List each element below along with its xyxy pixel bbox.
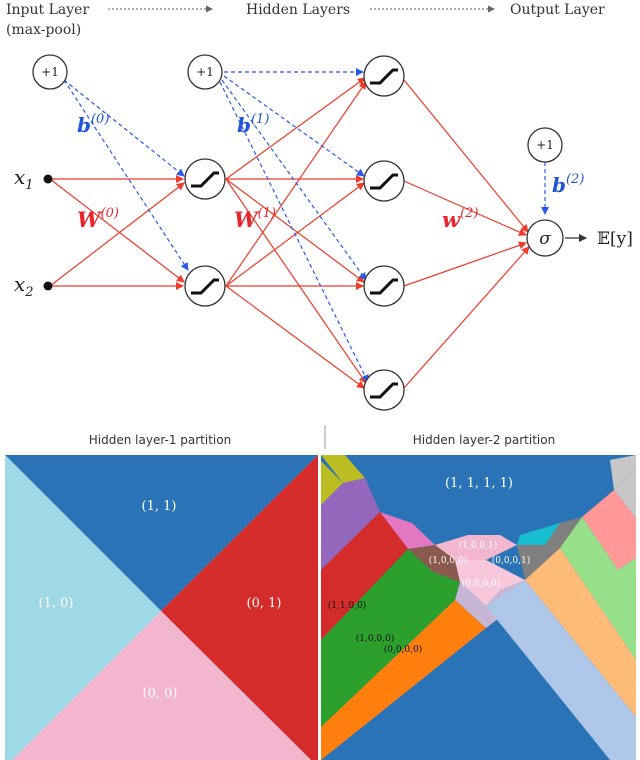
region-1001 (435, 535, 517, 560)
edge-x1-h1b (49, 178, 185, 283)
edge-b1-h2c (221, 79, 367, 281)
relu-icon (370, 68, 398, 85)
region-0-1 (161, 455, 318, 760)
region-0000-orange (321, 600, 486, 760)
relu-node-h2c (363, 265, 405, 307)
label-1-1: (1, 1) (142, 499, 177, 514)
bias-node-0: +1 (32, 54, 68, 90)
region-1000-green (321, 549, 460, 727)
edge-h2a-out (403, 79, 529, 233)
edge-h1b-h2d (225, 285, 365, 389)
input-node-x2 (43, 281, 53, 291)
left-partition: (1, 1) (1, 0) (0, 1) (0, 0) (5, 455, 318, 760)
region-cyan (517, 523, 560, 545)
left-panel-title: Hidden layer-1 partition (89, 433, 231, 447)
label-0-0: (0, 0) (143, 686, 178, 701)
relu-icon (370, 382, 398, 399)
label-1001: (1,0,0,1) (459, 540, 498, 551)
region-lightgray-2 (610, 455, 636, 490)
edge-x2-h1a (49, 182, 185, 287)
region-olive (321, 455, 365, 483)
label-1000-center: (1,0,0,0) (429, 555, 468, 566)
sigma-label: σ (539, 229, 551, 249)
input-layer-sublabel: (max-pool) (6, 22, 81, 38)
relu-node-h2d (363, 369, 405, 411)
relu-icon (191, 278, 219, 295)
region-purple (321, 478, 380, 570)
relu-icon (370, 278, 398, 295)
label-0000-left: (0,0,0,0) (384, 644, 423, 655)
bias-node-1: +1 (187, 54, 223, 90)
label-1100: (1,1,0,0) (328, 600, 367, 611)
edge-h1a-h2c (225, 178, 365, 283)
bias-b0-label: b(0) (77, 112, 109, 137)
right-panel-title: Hidden layer-2 partition (413, 433, 555, 447)
label-0-1: (0, 1) (247, 596, 282, 611)
bias-node-2: +1 (527, 127, 563, 163)
region-peach (525, 548, 636, 717)
region-salmon (582, 490, 636, 570)
relu-node-h1a (184, 158, 226, 200)
relu-node-h1b (184, 265, 226, 307)
edge-h1a-h2d (225, 178, 367, 384)
label-0000-center: (0,0,0,0) (462, 578, 501, 589)
relu-icon (191, 171, 219, 188)
label-1000-left: (1,0,0,0) (356, 633, 395, 644)
edge-h2d-out (403, 246, 530, 389)
region-lightgray (614, 468, 636, 518)
bias-label: +1 (196, 65, 214, 79)
hidden-layers-label: Hidden Layers (246, 2, 350, 18)
region-lightblue (486, 580, 636, 760)
edge-h2b-out (403, 180, 527, 236)
x2-label: x2 (14, 272, 34, 300)
region-center-pink (455, 560, 525, 606)
label-0001: (0,0,0,1) (492, 555, 531, 566)
bias-label: +1 (41, 65, 59, 79)
bias-edges (63, 68, 549, 383)
relu-node-h2a (363, 55, 405, 97)
bias-label: +1 (536, 138, 554, 152)
region-1100 (321, 512, 408, 640)
region-magenta (380, 512, 435, 549)
label-1-0: (1, 0) (39, 596, 74, 611)
label-1111: (1, 1, 1, 1) (445, 476, 513, 491)
weight-edges (49, 77, 530, 389)
edge-b0-h1a (63, 79, 185, 177)
input-layer-label: Input Layer (6, 2, 89, 18)
bias-b2-label: b(2) (552, 172, 584, 197)
relu-icon (370, 173, 398, 190)
hidden-nodes (184, 55, 405, 411)
layer-header: Input Layer (max-pool) Hidden Layers Out… (6, 2, 605, 38)
region-lightgreen (560, 517, 636, 660)
bias-b1-label: b(1) (237, 112, 269, 137)
weight-w0-label: W(0) (77, 206, 119, 232)
weight-w1-label: W(1) (234, 206, 276, 232)
output-node: σ (526, 219, 564, 257)
region-0-0 (12, 611, 311, 760)
edge-h1a-h2a (225, 77, 366, 180)
region-1000-brown (408, 545, 460, 582)
right-partition: (1, 1, 1, 1) (1,0,0,1) (1,0,0,0) (0,0,0,… (321, 455, 636, 760)
edge-b0-h1b (63, 79, 189, 271)
output-layer-label: Output Layer (510, 2, 605, 18)
region-1-0 (5, 455, 161, 760)
region-0001 (517, 517, 582, 580)
edge-h2c-out (403, 241, 527, 287)
relu-node-h2b (363, 160, 405, 202)
weight-w2-label: w(2) (442, 206, 479, 232)
x1-label: x1 (14, 165, 34, 193)
edge-h1b-h2a (225, 81, 367, 287)
region-olive-2 (321, 461, 343, 505)
region-1-1 (5, 455, 318, 611)
expectation-label: 𝔼[y] (597, 229, 633, 249)
input-node-x1 (43, 174, 53, 184)
edge-b1-h2b (223, 75, 365, 177)
